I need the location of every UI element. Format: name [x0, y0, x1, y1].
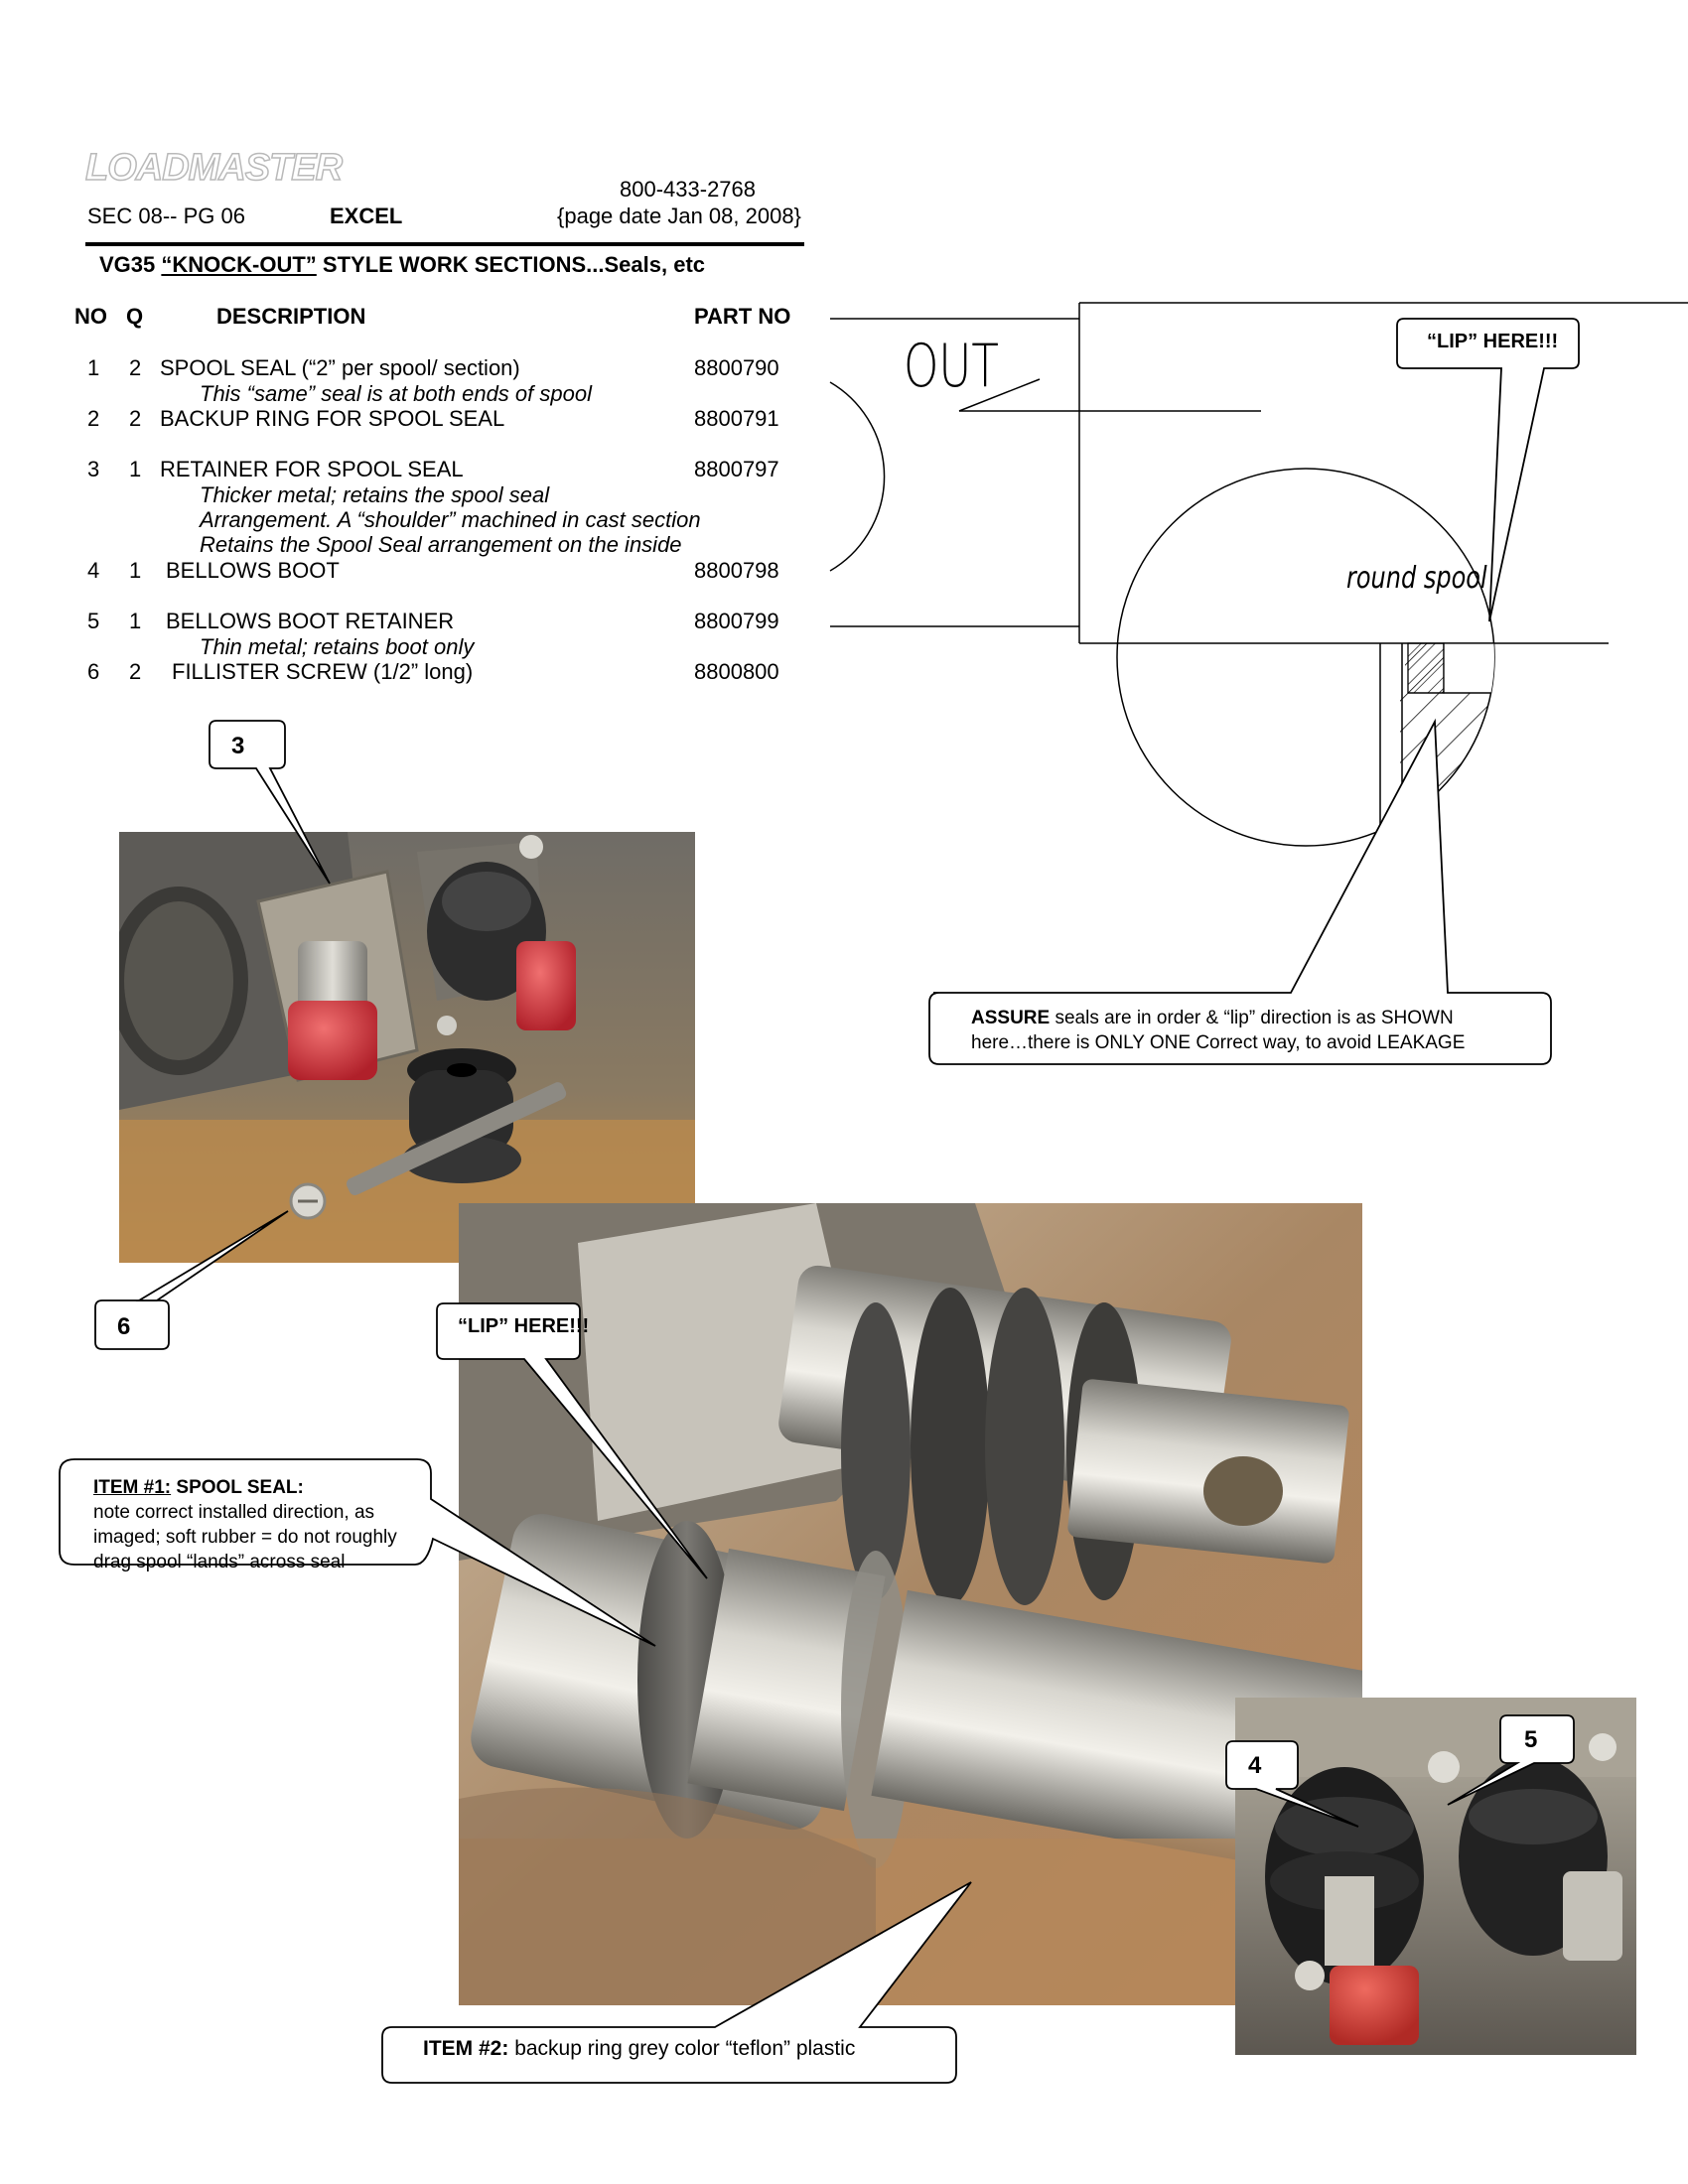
row2-description: BACKUP RING FOR SPOOL SEAL: [160, 406, 505, 431]
col-header-q: Q: [126, 304, 144, 329]
item1-label: ITEM #1:: [93, 1477, 172, 1498]
row1-q: 2: [129, 355, 142, 380]
item1-line-2: imaged; soft rubber = do not roughly: [93, 1527, 397, 1548]
assure-callout: ASSURE seals are in order & “lip” direct…: [971, 1006, 1454, 1030]
photo-callouts: [59, 720, 1575, 2084]
callout-6: 6: [117, 1313, 131, 1340]
row3-q: 1: [129, 457, 142, 481]
row3-note-2: Arrangement. A “shoulder” machined in ca…: [200, 507, 701, 532]
row1-no: 1: [87, 355, 100, 380]
item1-title: ITEM #1: SPOOL SEAL:: [93, 1475, 304, 1500]
row1-description: SPOOL SEAL (“2” per spool/ section): [160, 355, 520, 380]
brand-name: EXCEL: [330, 204, 403, 228]
out-label: OUT: [904, 332, 999, 401]
item2-text: backup ring grey color “teflon” plastic: [508, 2037, 856, 2060]
row2-q: 2: [129, 406, 142, 431]
callout-4: 4: [1248, 1752, 1262, 1779]
row4-no: 4: [87, 558, 100, 583]
title-prefix: VG35: [99, 252, 162, 277]
row3-note-3: Retains the Spool Seal arrangement on th…: [200, 532, 682, 557]
assure-bold: ASSURE: [971, 1008, 1051, 1028]
row1-part-no: 8800790: [694, 355, 779, 380]
row6-description: FILLISTER SCREW (1/2” long): [172, 659, 474, 684]
row1-note: This “same” seal is at both ends of spoo…: [200, 381, 592, 406]
item2-callout: ITEM #2: backup ring grey color “teflon”…: [423, 2036, 855, 2061]
lip-photo-callout: “LIP” HERE!!!: [458, 1315, 590, 1337]
row4-q: 1: [129, 558, 142, 583]
row6-part-no: 8800800: [694, 659, 779, 684]
row2-part-no: 8800791: [694, 406, 779, 431]
row5-part-no: 8800799: [694, 609, 779, 633]
assure-line-1: seals are in order & “lip” direction is …: [1050, 1008, 1454, 1028]
item2-label: ITEM #2:: [423, 2037, 509, 2060]
callout-3: 3: [231, 733, 245, 759]
title-emphasis: “KNOCK-OUT”: [161, 252, 317, 277]
header-rule: [85, 242, 804, 246]
row6-no: 6: [87, 659, 100, 684]
col-header-part-no: PART NO: [694, 304, 791, 329]
row4-part-no: 8800798: [694, 558, 779, 583]
page-date: {page date Jan 08, 2008}: [557, 204, 801, 228]
photo-bellows-boots: [1235, 1698, 1636, 2055]
row6-q: 2: [129, 659, 142, 684]
row3-note-1: Thicker metal; retains the spool seal: [200, 482, 550, 507]
row4-description: BELLOWS BOOT: [166, 558, 340, 583]
phone-number: 800-433-2768: [620, 177, 757, 202]
assure-line-2: here…there is ONLY ONE Correct way, to a…: [971, 1032, 1466, 1053]
item1-title-text: SPOOL SEAL:: [171, 1477, 304, 1498]
row3-description: RETAINER FOR SPOOL SEAL: [160, 457, 464, 481]
row5-q: 1: [129, 609, 142, 633]
loadmaster-logo: LOADMASTER: [84, 146, 344, 190]
col-header-description: DESCRIPTION: [216, 304, 366, 329]
title-suffix: STYLE WORK SECTIONS...Seals, etc: [316, 252, 706, 277]
item1-line-1: note correct installed direction, as: [93, 1502, 375, 1523]
row5-no: 5: [87, 609, 100, 633]
row5-description: BELLOWS BOOT RETAINER: [166, 609, 455, 633]
row3-no: 3: [87, 457, 100, 481]
col-header-no: NO: [74, 304, 107, 329]
page-title: VG35 “KNOCK-OUT” STYLE WORK SECTIONS...S…: [99, 252, 705, 278]
photo-spool-seal-closeup: [459, 1203, 1362, 2005]
section-page: SEC 08-- PG 06: [87, 204, 245, 228]
lip-diagram-callout: “LIP” HERE!!!: [1427, 331, 1559, 352]
round-spool-label: round spool: [1346, 561, 1487, 596]
row3-part-no: 8800797: [694, 457, 779, 481]
row2-no: 2: [87, 406, 100, 431]
seal-cross-section-diagram: [829, 302, 1688, 1065]
callout-5: 5: [1524, 1726, 1538, 1753]
item1-line-3: drag spool “lands” across seal: [93, 1552, 346, 1572]
row5-note: Thin metal; retains boot only: [200, 634, 475, 659]
